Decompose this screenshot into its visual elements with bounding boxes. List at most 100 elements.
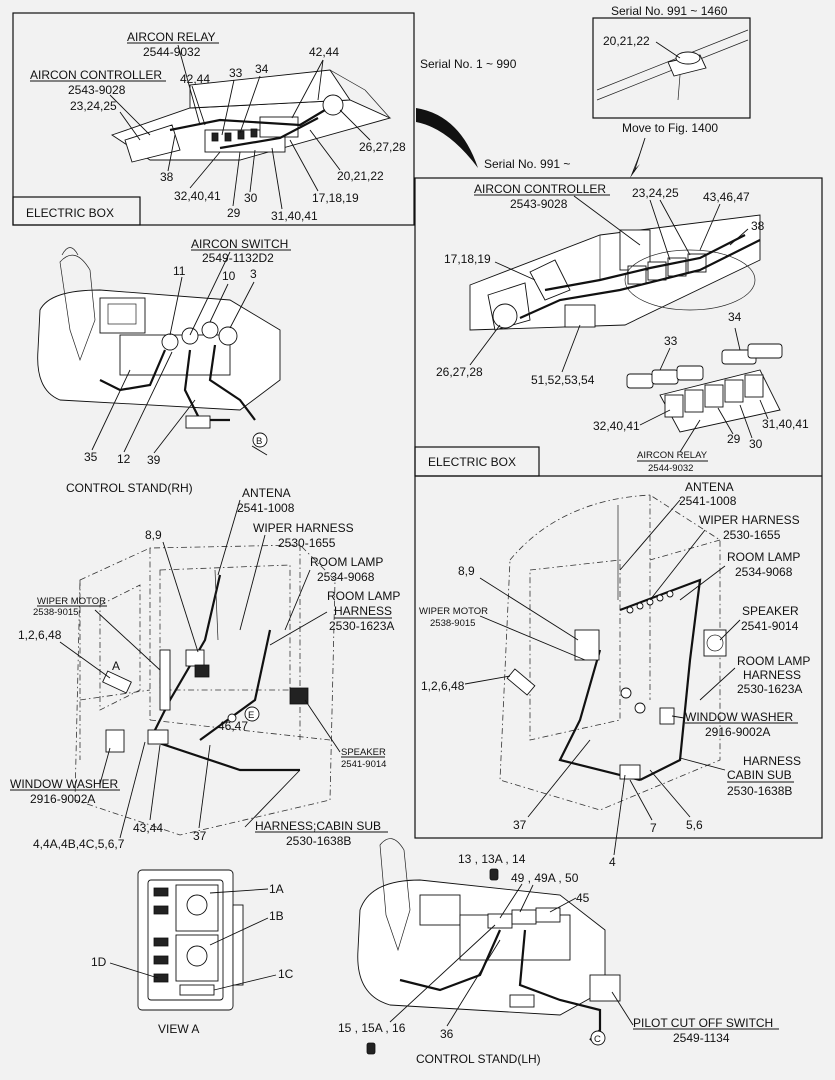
callout-7-r: 7 xyxy=(650,821,657,835)
antena-label-r: ANTENA xyxy=(685,480,734,494)
room-lamp-harness-label-r1: ROOM LAMP xyxy=(737,654,810,668)
aircon-controller-label-1: AIRCON CONTROLLER xyxy=(30,68,162,82)
callout-33-a: 33 xyxy=(229,66,243,80)
wiper-motor-label-r: WIPER MOTOR xyxy=(419,606,488,617)
window-washer-part-r: 2916-9002A xyxy=(705,725,770,739)
aircon-switch-part: 2549-1132D2 xyxy=(202,251,274,265)
antena-label-l: ANTENA xyxy=(242,486,291,500)
callout-5-6-r: 5,6 xyxy=(686,818,703,832)
callout-11: 11 xyxy=(173,264,186,278)
callout-42-44-b: 42,44 xyxy=(309,45,339,59)
callout-4-series-l: 4,4A,4B,4C,5,6,7 xyxy=(33,837,125,851)
room-lamp-part-r: 2534-9068 xyxy=(735,565,793,579)
aircon-relay-label-1: AIRCON RELAY xyxy=(127,30,215,44)
harness-cabin-sub-label-r2: CABIN SUB xyxy=(727,768,792,782)
serial-991: Serial No. 991 ~ xyxy=(484,157,570,171)
callout-39: 39 xyxy=(147,453,161,467)
callout-20-21-22-inset: 20,21,22 xyxy=(603,34,650,48)
callout-45: 45 xyxy=(576,891,590,905)
callout-17-18-19-b: 17,18,19 xyxy=(444,252,491,266)
room-lamp-label-l: ROOM LAMP xyxy=(310,555,383,569)
electric-box-serial-991: Serial No. 991 ~ ELECTRIC BOX AIRCON CON… xyxy=(414,157,823,839)
callout-23-24-25-a: 23,24,25 xyxy=(70,99,117,113)
callout-3: 3 xyxy=(250,267,257,281)
harness-cabin-sub-label-r1: HARNESS xyxy=(743,754,801,768)
callout-43-46-47: 43,46,47 xyxy=(703,190,750,204)
control-stand-rh: B AIRCON SWITCH 2549-1132D2 11 10 3 35 1… xyxy=(37,237,291,495)
callout-13-13a-14: 13 , 13A , 14 xyxy=(458,852,526,866)
callout-30-b: 30 xyxy=(749,437,763,451)
wiper-harness-label-r: WIPER HARNESS xyxy=(699,513,800,527)
wiper-harness-part-l: 2530-1655 xyxy=(278,536,336,550)
callout-35: 35 xyxy=(84,450,98,464)
callout-37-l: 37 xyxy=(193,829,207,843)
callout-1c: 1C xyxy=(278,967,294,981)
view-a-panel: 1A 1B 1D 1C VIEW A xyxy=(91,869,294,1036)
callout-33-b: 33 xyxy=(664,334,678,348)
aircon-controller-label-2: AIRCON CONTROLLER xyxy=(474,182,606,196)
window-washer-part-l: 2916-9002A xyxy=(30,792,95,806)
callout-29-a: 29 xyxy=(227,206,241,220)
harness-cabin-sub-label-l: HARNESS;CABIN SUB xyxy=(255,819,381,833)
speaker-part-r: 2541-9014 xyxy=(741,619,799,633)
serial-991-1460: Serial No. 991 ~ 1460 xyxy=(611,4,728,18)
callout-1-2-6-48-l: 1,2,6,48 xyxy=(18,628,62,642)
connector-b: B xyxy=(256,436,262,447)
callout-31-40-41-a: 31,40,41 xyxy=(271,209,318,223)
electric-box-title-1: ELECTRIC BOX xyxy=(26,206,114,220)
callout-8-9-l: 8,9 xyxy=(145,528,162,542)
aircon-relay-part-1: 2544-9032 xyxy=(143,45,201,59)
wiper-motor-label-l: WIPER MOTOR xyxy=(37,596,106,607)
antena-part-r: 2541-1008 xyxy=(679,494,737,508)
wiper-motor-part-r: 2538-9015 xyxy=(430,618,475,629)
control-stand-lh-title: CONTROL STAND(LH) xyxy=(416,1052,541,1066)
transition-arrow xyxy=(416,108,478,168)
dome-light-dots xyxy=(626,590,674,614)
callout-37-r: 37 xyxy=(513,818,527,832)
callout-46-47: 46,47 xyxy=(218,719,248,733)
callout-17-18-19-a: 17,18,19 xyxy=(312,191,359,205)
speaker-part-l: 2541-9014 xyxy=(341,759,386,770)
view-a-marker: A xyxy=(112,659,120,673)
callout-32-40-41-b: 32,40,41 xyxy=(593,419,640,433)
callout-36: 36 xyxy=(440,1027,454,1041)
connector-e: E xyxy=(248,710,254,721)
callout-1a: 1A xyxy=(269,882,284,896)
view-a-title: VIEW A xyxy=(158,1022,199,1036)
callout-42-44-a: 42,44 xyxy=(180,72,210,86)
aircon-controller-part-1: 2543-9028 xyxy=(68,83,126,97)
callout-8-9-r: 8,9 xyxy=(458,564,475,578)
serial-inset: Serial No. 991 ~ 1460 20,21,22 Move to F… xyxy=(592,4,751,178)
callout-49-49a-50: 49 , 49A , 50 xyxy=(511,871,579,885)
callout-20-21-22-a: 20,21,22 xyxy=(337,169,384,183)
cabin-right: ANTENA 2541-1008 WIPER HARNESS 2530-1655… xyxy=(419,480,810,869)
room-lamp-harness-label-l1: ROOM LAMP xyxy=(327,589,400,603)
callout-1-2-6-48-r: 1,2,6,48 xyxy=(421,679,465,693)
antena-part-l: 2541-1008 xyxy=(237,501,295,515)
wiper-motor-part-l: 2538-9015 xyxy=(33,607,78,618)
aircon-relay-part-2: 2544-9032 xyxy=(648,463,693,474)
window-washer-label-l: WINDOW WASHER xyxy=(10,777,119,791)
callout-10: 10 xyxy=(222,269,236,283)
callout-1b: 1B xyxy=(269,909,284,923)
control-stand-lh: C 13 , 13A , 14 49 , 49A , 50 45 15 , 15… xyxy=(338,838,779,1066)
callout-34-b: 34 xyxy=(728,310,742,324)
callout-32-40-41-a: 32,40,41 xyxy=(174,189,221,203)
callout-43-44: 43,44 xyxy=(133,821,163,835)
callout-51-54: 51,52,53,54 xyxy=(531,373,595,387)
speaker-label-l: SPEAKER xyxy=(341,747,386,758)
window-washer-label-r: WINDOW WASHER xyxy=(685,710,794,724)
callout-4-r: 4 xyxy=(609,855,616,869)
control-stand-rh-title: CONTROL STAND(RH) xyxy=(66,481,193,495)
connector-c: C xyxy=(594,1034,601,1045)
electric-box-serial-1-990: ELECTRIC BOX AIRCON RELAY 2544-9032 AIRC… xyxy=(12,12,415,226)
aircon-relay-label-2: AIRCON RELAY xyxy=(637,450,708,461)
aircon-switch-label: AIRCON SWITCH xyxy=(191,237,288,251)
callout-23-24-25-b: 23,24,25 xyxy=(632,186,679,200)
wiper-harness-label-l: WIPER HARNESS xyxy=(253,521,354,535)
callout-12: 12 xyxy=(117,452,131,466)
callout-26-27-28-b: 26,27,28 xyxy=(436,365,483,379)
aircon-controller-part-2: 2543-9028 xyxy=(510,197,568,211)
callout-29-b: 29 xyxy=(727,432,741,446)
callout-38-b: 38 xyxy=(751,219,765,233)
